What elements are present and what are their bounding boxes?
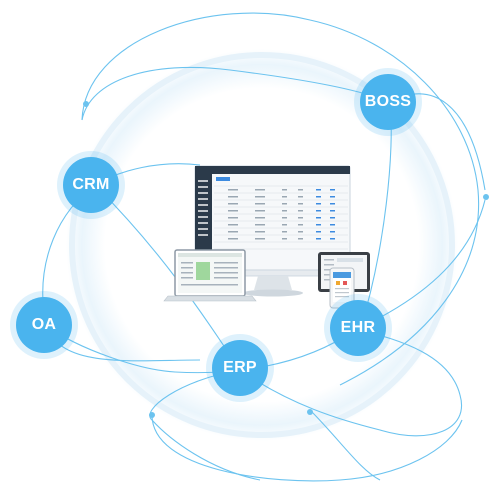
orbit-line xyxy=(81,12,480,386)
orbit-dot xyxy=(307,409,313,415)
orbit-dots xyxy=(83,101,489,418)
ehr-node[interactable]: EHR xyxy=(330,300,386,356)
erp-node[interactable]: ERP xyxy=(212,340,268,396)
desktop-monitor xyxy=(194,165,351,297)
orbit-dot xyxy=(149,412,155,418)
ehr-label: EHR xyxy=(340,319,376,336)
orbit-line xyxy=(151,414,463,482)
erp-label: ERP xyxy=(223,359,257,376)
boss-label: BOSS xyxy=(364,93,412,110)
orbit-dot xyxy=(83,101,89,107)
crm-label: CRM xyxy=(72,176,110,193)
oa-node[interactable]: OA xyxy=(16,297,72,353)
orbit-line xyxy=(81,66,391,121)
oa-label: OA xyxy=(31,316,57,333)
phone xyxy=(329,267,355,309)
orbit-line xyxy=(44,324,356,374)
laptop xyxy=(163,249,257,302)
orbit-line xyxy=(309,409,381,481)
orbit-dot xyxy=(483,194,489,200)
boss-node[interactable]: BOSS xyxy=(360,74,416,130)
halo-ring xyxy=(69,52,455,438)
crm-node[interactable]: CRM xyxy=(63,157,119,213)
orbit-line xyxy=(239,329,463,437)
